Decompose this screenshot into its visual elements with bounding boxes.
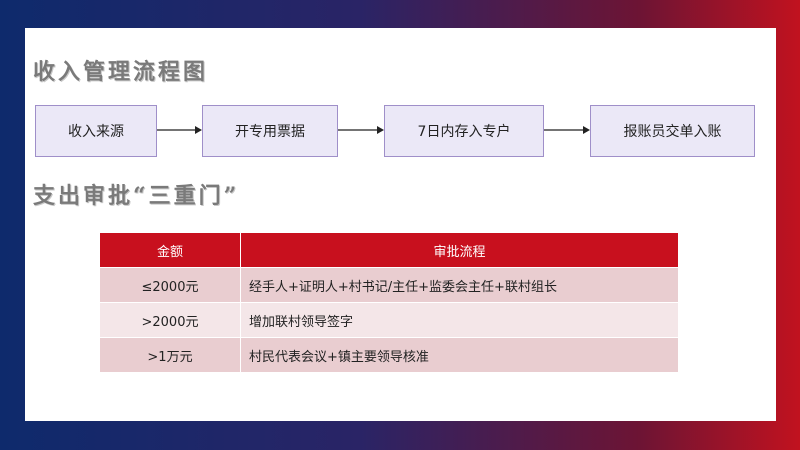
table-header-row: 金额 审批流程 — [99, 232, 679, 268]
column-header-amount: 金额 — [99, 232, 241, 268]
table-row: >2000元 增加联村领导签字 — [99, 302, 679, 338]
process-cell: 增加联村领导签字 — [240, 302, 679, 338]
expense-approval-title: 支出审批“三重门” — [33, 183, 240, 209]
approval-table: 金额 审批流程 ≤2000元 经手人+证明人+村书记/主任+监委会主任+联村组长… — [99, 232, 679, 373]
column-header-process: 审批流程 — [240, 232, 679, 268]
flow-step-special-receipt: 开专用票据 — [202, 105, 338, 157]
slide-card: 收入管理流程图 收入来源 开专用票据 7日内存入专户 报账员交单入账 支出审批“… — [25, 28, 776, 421]
flow-step-deposit-account: 7日内存入专户 — [384, 105, 544, 157]
flow-arrow-1 — [157, 126, 202, 134]
flow-step-income-source: 收入来源 — [35, 105, 157, 157]
amount-cell: >2000元 — [99, 302, 241, 338]
flow-step-bookkeeping: 报账员交单入账 — [590, 105, 755, 157]
flow-arrow-2 — [338, 126, 384, 134]
process-cell: 经手人+证明人+村书记/主任+监委会主任+联村组长 — [240, 267, 679, 303]
flow-arrow-3 — [544, 126, 590, 134]
process-cell: 村民代表会议+镇主要领导核准 — [240, 337, 679, 373]
table-row: >1万元 村民代表会议+镇主要领导核准 — [99, 337, 679, 373]
amount-cell: >1万元 — [99, 337, 241, 373]
income-process-title: 收入管理流程图 — [33, 59, 209, 85]
amount-cell: ≤2000元 — [99, 267, 241, 303]
table-row: ≤2000元 经手人+证明人+村书记/主任+监委会主任+联村组长 — [99, 267, 679, 303]
